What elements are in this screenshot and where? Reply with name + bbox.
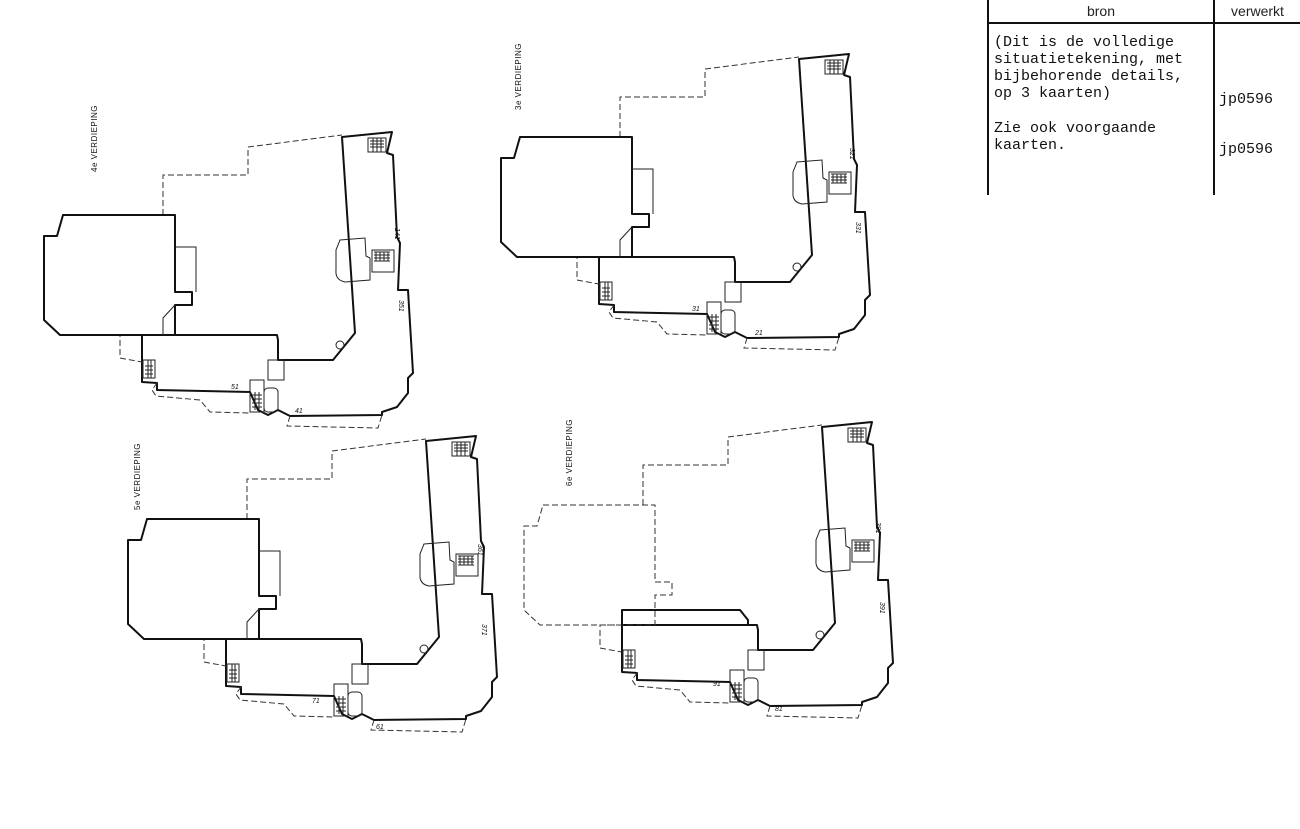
floor-title: 3e VERDIEPING [514, 43, 523, 110]
room-number: 331 [854, 222, 861, 234]
room-number: 361 [476, 544, 483, 556]
room-number: 321 [848, 148, 855, 160]
floor-plan-6: 6e VERDIEPING 381 391 91 81 [523, 419, 894, 719]
room-number: 391 [878, 602, 885, 614]
source-note: Zie ook voorgaande kaarten. [994, 120, 1157, 154]
room-number: 21 [754, 330, 763, 337]
floor-plan-5: 5e VERDIEPING 361 371 71 61 [127, 435, 498, 733]
room-number: 351 [397, 300, 404, 312]
table-divider [987, 0, 989, 195]
room-number: 51 [231, 384, 239, 391]
source-table: bron verwerkt (Dit is de volledige situa… [987, 0, 1300, 195]
room-number: 81 [775, 706, 783, 713]
processed-code: jp0596 [1219, 91, 1274, 108]
floor-plan-4: 4e VERDIEPING 141 351 51 41 [43, 105, 414, 429]
room-number: 91 [713, 681, 721, 688]
room-number: 71 [312, 698, 320, 705]
floor-title: 5e VERDIEPING [133, 443, 142, 510]
room-number: 31 [692, 306, 700, 313]
processed-code: jp0596 [1219, 141, 1274, 158]
room-number: 371 [480, 624, 487, 636]
source-note: (Dit is de volledige situatietekening, m… [994, 34, 1184, 102]
table-divider [1213, 0, 1215, 195]
floor-plan-3: 3e VERDIEPING 321 331 31 21 [500, 43, 871, 351]
room-number: 141 [393, 228, 400, 240]
header-bron: bron [989, 0, 1213, 24]
room-number: 381 [874, 522, 881, 534]
room-number: 61 [376, 724, 384, 731]
floor-title: 6e VERDIEPING [565, 419, 574, 486]
header-verwerkt: verwerkt [1215, 0, 1300, 24]
room-number: 41 [295, 408, 303, 415]
floor-title: 4e VERDIEPING [90, 105, 99, 172]
